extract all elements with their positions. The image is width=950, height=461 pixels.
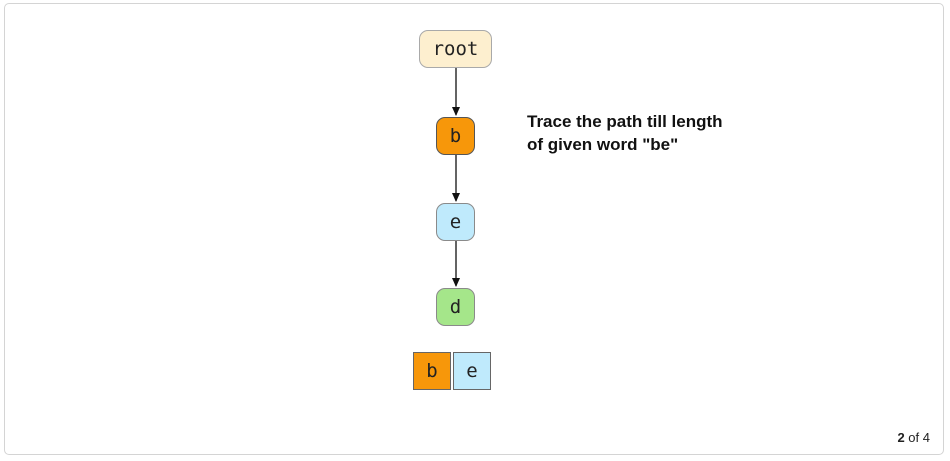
trie-node-e: e (436, 203, 475, 241)
slide-counter: 2 of 4 (897, 430, 930, 445)
word-cell-b: b (413, 352, 451, 390)
caption-line-2: of given word "be" (527, 135, 679, 154)
slide-counter-separator: of (908, 430, 920, 445)
step-caption: Trace the path till length of given word… (527, 110, 767, 156)
word-cell-e: e (453, 352, 491, 390)
trie-node-d: d (436, 288, 475, 326)
caption-line-1: Trace the path till length (527, 112, 723, 131)
current-slide-number: 2 (897, 430, 905, 445)
trie-root-node: root (419, 30, 492, 68)
total-slide-count: 4 (922, 430, 930, 445)
trie-node-b: b (436, 117, 475, 155)
